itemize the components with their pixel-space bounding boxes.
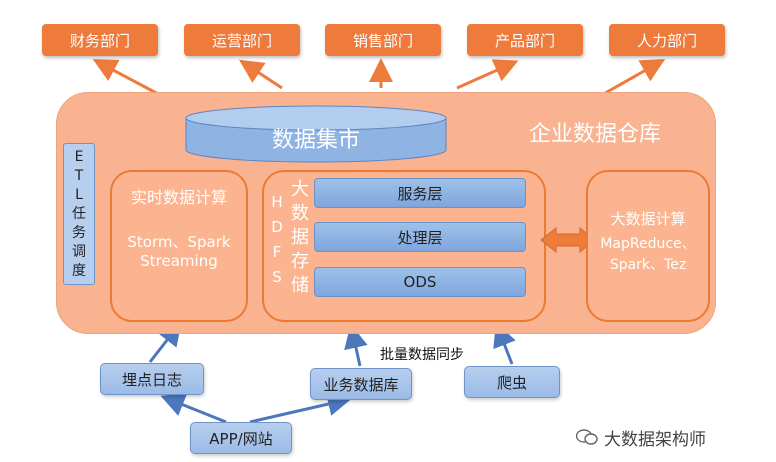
- bigcompute-tech-line1: MapReduce、: [600, 236, 696, 252]
- arrow-to-product: [456, 59, 519, 90]
- batch-sync-label: 批量数据同步: [380, 347, 464, 363]
- arrow-app-to-log: [160, 393, 227, 424]
- dept-operations: 运营部门: [184, 24, 300, 56]
- hdfs-char: F: [272, 243, 282, 261]
- hdfs-char: D: [271, 218, 283, 236]
- layer-service: 服务层: [314, 178, 526, 208]
- arrow-to-hr: [599, 59, 666, 98]
- warehouse-title: 企业数据仓库: [528, 122, 661, 147]
- realtime-tech-line1: Storm、Spark: [127, 233, 231, 251]
- etl-char: 任: [72, 205, 86, 222]
- arrow-db-to-storage: [344, 324, 368, 367]
- dept-hr: 人力部门: [609, 24, 725, 56]
- source-app-web: APP/网站: [190, 422, 292, 454]
- hdfs-char: H: [271, 193, 283, 211]
- storage-title-char: 储: [291, 275, 309, 296]
- bigcompute-tech-line2: Spark、Tez: [609, 257, 687, 273]
- bigcompute-title: 大数据计算: [610, 210, 686, 228]
- etl-char: 调: [72, 243, 86, 260]
- watermark: 大数据架构师: [576, 425, 746, 450]
- watermark-text: 大数据架构师: [604, 429, 706, 450]
- arrow-to-finance: [92, 59, 163, 98]
- storage-title-char: 大: [291, 179, 309, 200]
- storage-vertical-title: 大 数 据 存 储: [288, 178, 312, 298]
- dept-sales: 销售部门: [325, 24, 441, 56]
- source-business-db: 业务数据库: [310, 368, 412, 400]
- etl-char: E: [74, 148, 84, 165]
- arrow-to-operations: [238, 59, 283, 90]
- hdfs-vertical-label: H D F S: [268, 190, 286, 290]
- storage-title-char: 数: [291, 203, 309, 224]
- big-data-compute-panel: [586, 170, 710, 322]
- dept-product: 产品部门: [467, 24, 583, 56]
- hdfs-char: S: [272, 268, 282, 286]
- realtime-tech-line2: Streaming: [140, 252, 218, 270]
- arrow-crawler-to-storage: [493, 322, 516, 365]
- storage-title-char: 据: [291, 227, 309, 248]
- source-tracking-log: 埋点日志: [100, 363, 204, 395]
- data-mart-label: 数据集市: [271, 128, 360, 153]
- dept-finance: 财务部门: [42, 24, 158, 56]
- etl-char: L: [75, 186, 83, 203]
- source-crawler: 爬虫: [464, 366, 560, 398]
- etl-char: 务: [72, 224, 86, 241]
- etl-scheduler-box: E T L 任 务 调 度: [63, 143, 95, 285]
- layer-processing: 处理层: [314, 222, 526, 252]
- realtime-title: 实时数据计算: [130, 188, 227, 207]
- arrow-app-to-db: [249, 392, 352, 424]
- realtime-compute-panel: [110, 170, 248, 322]
- layer-ods: ODS: [314, 267, 526, 297]
- wechat-icon: [576, 429, 598, 445]
- storage-title-char: 存: [291, 251, 309, 272]
- etl-char: 度: [72, 262, 86, 279]
- etl-char: T: [74, 167, 84, 184]
